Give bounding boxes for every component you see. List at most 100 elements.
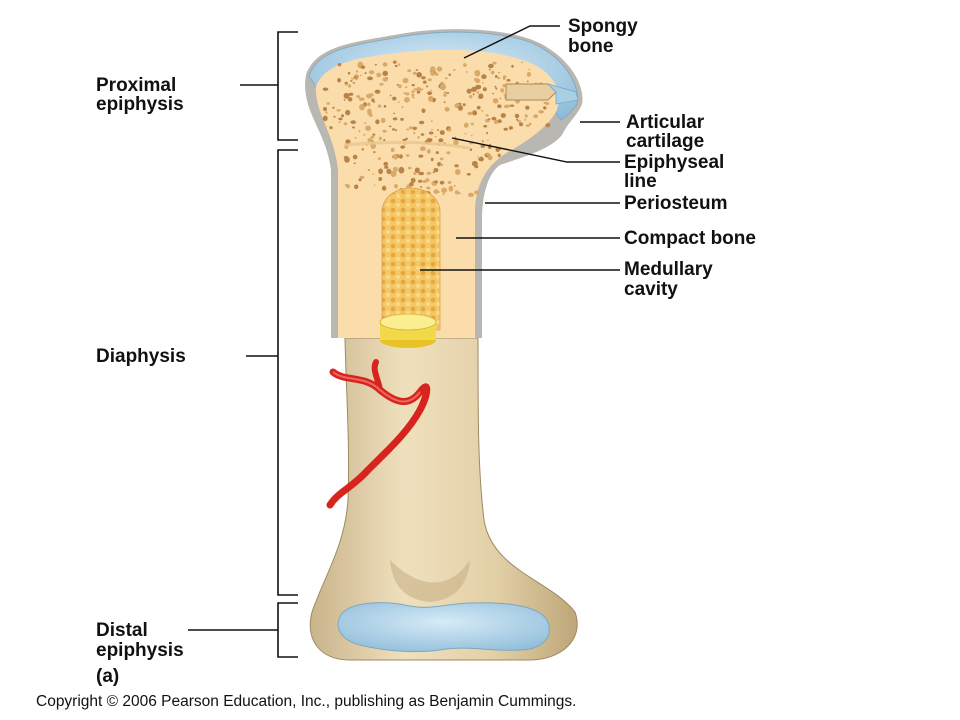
spongy-pore (398, 166, 405, 174)
spongy-pore (486, 152, 490, 156)
spongy-pore (492, 98, 499, 104)
spongy-pore (382, 70, 389, 76)
spongy-pore (371, 98, 375, 103)
spongy-pore (386, 168, 392, 175)
spongy-pore (455, 169, 461, 175)
spongy-pore (470, 122, 474, 126)
spongy-pore (421, 76, 426, 80)
spongy-pore (465, 71, 468, 73)
spongy-pore (448, 185, 454, 192)
spongy-pore (383, 161, 389, 166)
medullary-cavity-marrow (381, 187, 441, 331)
spongy-pore (405, 154, 410, 157)
spongy-pore (462, 103, 466, 107)
spongy-pore (392, 96, 397, 101)
spongy-pore (404, 86, 408, 89)
spongy-pore (413, 131, 416, 135)
leader-epiphyseal-line (451, 137, 620, 163)
spongy-pore (528, 68, 531, 71)
spongy-pore (434, 72, 439, 76)
spongy-pore (495, 87, 498, 90)
spongy-pore (393, 112, 396, 114)
spongy-pore (426, 149, 431, 154)
spongy-pore (447, 181, 452, 184)
spongy-pore (521, 61, 523, 64)
spongy-pore (482, 87, 487, 92)
spongy-pore (400, 145, 406, 149)
spongy-pore (533, 114, 539, 119)
spongy-pore (367, 169, 371, 171)
spongy-pore (347, 71, 351, 75)
spongy-pore (352, 154, 358, 160)
spongy-pore (441, 187, 447, 193)
spongy-pore (355, 70, 359, 73)
spongy-pore (382, 62, 388, 67)
spongy-pore (365, 125, 371, 131)
spongy-pore (488, 63, 494, 69)
spongy-pore (367, 102, 371, 107)
spongy-pore (374, 63, 377, 66)
spongy-pore (502, 84, 506, 88)
spongy-pore (443, 101, 446, 104)
spongy-pore (341, 114, 344, 118)
spongy-pore (443, 91, 448, 94)
spongy-pore (481, 82, 484, 84)
spongy-pore (494, 119, 498, 125)
spongy-pore (404, 97, 410, 103)
spongy-pore (403, 92, 406, 94)
spongy-pore (502, 77, 506, 80)
spongy-pore (426, 171, 432, 175)
spongy-pore (446, 151, 451, 155)
spongy-pore (409, 182, 414, 187)
spongy-pore (443, 93, 447, 97)
label-spongy-bone: Spongy bone (568, 16, 643, 57)
spongy-pore (503, 104, 510, 109)
spongy-pore (397, 84, 402, 89)
spongy-pore (383, 104, 387, 108)
spongy-pore (448, 128, 452, 132)
leader-spongy-bone (463, 25, 560, 59)
spongy-pore (472, 93, 475, 96)
spongy-pore (414, 167, 420, 173)
spongy-pore (364, 122, 367, 124)
spongy-pore (433, 189, 439, 194)
spongy-pore (497, 104, 502, 109)
spongy-pore (524, 118, 527, 121)
spongy-pore (514, 113, 520, 119)
spongy-pore (354, 77, 358, 81)
spongy-pore (437, 191, 440, 193)
spongy-pore (454, 190, 459, 195)
spongy-pore (501, 159, 505, 161)
spongy-pore (442, 193, 445, 196)
spongy-pore (407, 166, 412, 170)
spongy-pore (338, 121, 341, 124)
spongy-pore (490, 70, 495, 75)
spongy-pore (476, 105, 481, 110)
spongy-pore (476, 91, 480, 94)
spongy-pore (468, 95, 473, 99)
spongy-pore (472, 110, 478, 116)
spongy-pore (430, 157, 434, 162)
spongy-pore (394, 184, 398, 189)
spongy-pore (427, 78, 432, 82)
spongy-pore (440, 163, 444, 167)
spongy-pore (435, 151, 439, 155)
spongy-pore (524, 114, 528, 118)
spongy-pore (500, 113, 506, 118)
spongy-pore (517, 119, 521, 123)
spongy-pore (352, 126, 355, 129)
blood-vessel-highlight (332, 371, 421, 403)
spongy-pore (475, 78, 481, 84)
spongy-pore (377, 157, 382, 160)
spongy-pore (439, 180, 445, 185)
spongy-pore (481, 109, 484, 112)
spongy-pore (389, 94, 392, 97)
spongy-pore (407, 69, 412, 73)
spongy-pore (410, 177, 416, 183)
label-articular-cartilage: Articular cartilage (626, 112, 709, 152)
spongy-pore (412, 126, 418, 130)
spongy-pore (543, 101, 547, 105)
spongy-pore (408, 126, 414, 130)
spongy-pore (398, 101, 400, 103)
spongy-pore (376, 72, 382, 78)
